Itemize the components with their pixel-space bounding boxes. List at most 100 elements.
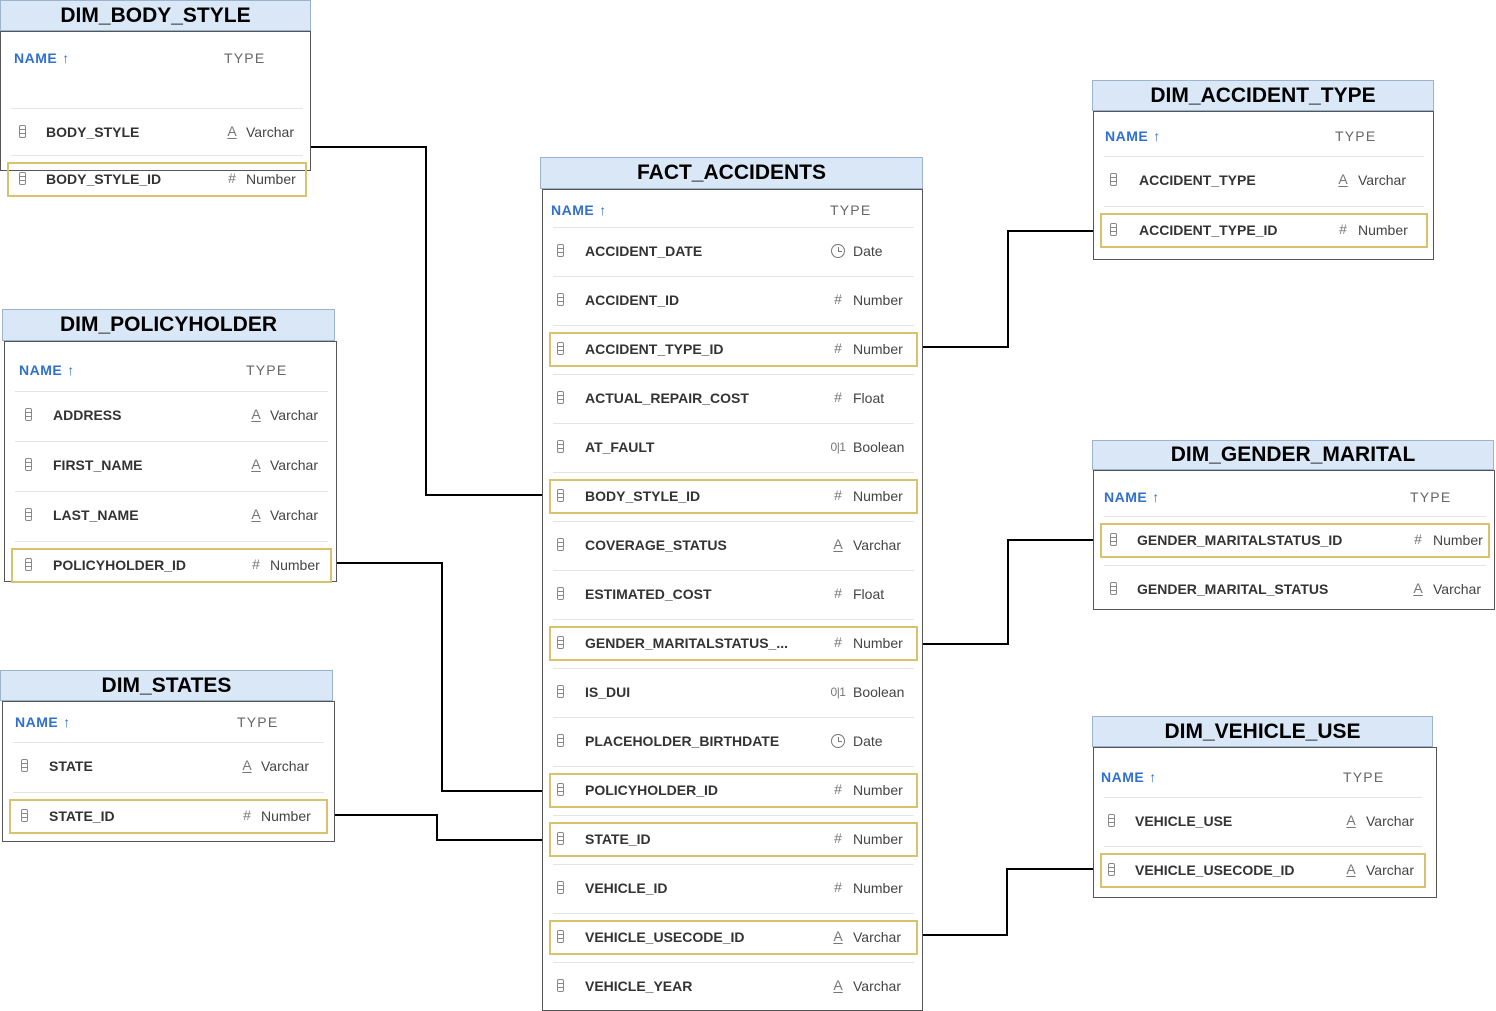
text-a-icon: A xyxy=(833,928,843,944)
column-name: ACCIDENT_TYPE xyxy=(1139,172,1256,188)
column-row[interactable]: ESTIMATED_COST#Float xyxy=(553,570,914,619)
relationship-line-gender-marital xyxy=(912,539,1104,645)
type-header-label[interactable]: TYPE xyxy=(224,50,266,66)
type-header-label[interactable]: TYPE xyxy=(246,362,288,378)
key-column-row[interactable]: STATE_ID#Number xyxy=(9,792,328,841)
type-header-label[interactable]: TYPE xyxy=(1335,128,1377,144)
row-divider xyxy=(13,792,324,793)
column-header-row: NAME↑ TYPE xyxy=(1094,477,1494,517)
row-divider xyxy=(15,441,328,442)
column-name: POLICYHOLDER_ID xyxy=(53,557,187,573)
row-divider xyxy=(15,541,328,542)
arrow-up-icon: ↑ xyxy=(67,362,75,378)
column-type: Varchar xyxy=(853,537,901,553)
column-name: ACCIDENT_TYPE_ID xyxy=(1139,222,1278,238)
key-column-row[interactable]: POLICYHOLDER_ID#Number xyxy=(11,541,332,590)
column-header-row: NAME↑ TYPE xyxy=(1094,757,1436,797)
name-sort-header[interactable]: NAME↑ xyxy=(14,50,70,66)
column-name: LAST_NAME xyxy=(53,507,139,523)
column-name: COVERAGE_STATUS xyxy=(585,537,727,553)
relationship-line-policyholder xyxy=(331,562,552,792)
column-icon xyxy=(557,538,564,551)
type-header-label[interactable]: TYPE xyxy=(237,714,279,730)
column-name: IS_DUI xyxy=(585,684,631,700)
column-type: Varchar xyxy=(246,124,294,140)
type-header-label[interactable]: TYPE xyxy=(830,202,872,218)
column-name: GENDER_MARITALSTATUS_ID xyxy=(1137,532,1343,548)
name-sort-header[interactable]: NAME↑ xyxy=(1104,489,1160,505)
column-icon xyxy=(557,391,564,404)
key-highlight xyxy=(9,799,328,834)
entity-title: DIM_POLICYHOLDER xyxy=(2,309,335,341)
text-a-icon: A xyxy=(227,123,237,139)
row-divider xyxy=(1104,846,1422,847)
arrow-up-icon: ↑ xyxy=(1152,489,1160,505)
hash-icon: # xyxy=(834,340,842,356)
column-type: Boolean xyxy=(853,439,905,455)
entity-title: FACT_ACCIDENTS xyxy=(540,157,923,189)
column-icon xyxy=(25,408,32,421)
row-divider xyxy=(553,472,914,473)
name-sort-header[interactable]: NAME↑ xyxy=(551,202,607,218)
column-name: FIRST_NAME xyxy=(53,457,143,473)
column-type: Number xyxy=(853,635,903,651)
key-column-row[interactable]: ACCIDENT_TYPE_ID#Number xyxy=(549,325,918,374)
row-divider xyxy=(1104,206,1424,207)
column-type: Date xyxy=(853,243,883,259)
row-divider xyxy=(15,491,328,492)
type-header-label[interactable]: TYPE xyxy=(1343,769,1385,785)
column-name: STATE_ID xyxy=(49,808,115,824)
name-sort-header[interactable]: NAME↑ xyxy=(1101,769,1157,785)
key-column-row[interactable]: BODY_STYLE_ID#Number xyxy=(7,155,307,204)
key-column-row[interactable]: BODY_STYLE_ID#Number xyxy=(549,472,918,521)
key-column-row[interactable]: STATE_ID#Number xyxy=(549,815,918,864)
relationship-line-states xyxy=(322,814,552,841)
column-icon xyxy=(557,244,564,257)
key-highlight xyxy=(1100,523,1490,558)
key-column-row[interactable]: POLICYHOLDER_ID#Number xyxy=(549,766,918,815)
name-sort-header[interactable]: NAME↑ xyxy=(19,362,75,378)
hash-icon: # xyxy=(834,879,842,895)
row-divider xyxy=(553,913,914,914)
key-column-row[interactable]: ACCIDENT_TYPE_ID#Number xyxy=(1100,206,1428,255)
key-column-row[interactable]: GENDER_MARITALSTATUS_...#Number xyxy=(549,619,918,668)
column-row[interactable]: ACTUAL_REPAIR_COST#Float xyxy=(553,374,914,423)
column-name: ACTUAL_REPAIR_COST xyxy=(585,390,749,406)
column-type: Boolean xyxy=(853,684,905,700)
column-row[interactable]: VEHICLE_ID#Number xyxy=(553,864,914,913)
entity-title: DIM_STATES xyxy=(0,670,333,701)
column-icon xyxy=(1110,223,1117,236)
key-highlight xyxy=(11,548,332,583)
column-icon xyxy=(557,440,564,453)
name-sort-header[interactable]: NAME↑ xyxy=(1105,128,1161,144)
type-header-label[interactable]: TYPE xyxy=(1410,489,1452,505)
relationship-line-vehicle-use xyxy=(912,868,1102,936)
column-name: ADDRESS xyxy=(53,407,122,423)
hash-icon: # xyxy=(1339,221,1347,237)
hash-icon: # xyxy=(834,830,842,846)
column-icon xyxy=(557,587,564,600)
column-row[interactable]: ACCIDENT_ID#Number xyxy=(553,276,914,325)
key-highlight xyxy=(549,920,918,955)
name-sort-header[interactable]: NAME↑ xyxy=(15,714,71,730)
row-divider xyxy=(553,619,914,620)
key-column-row[interactable]: GENDER_MARITALSTATUS_ID#Number xyxy=(1100,516,1490,565)
